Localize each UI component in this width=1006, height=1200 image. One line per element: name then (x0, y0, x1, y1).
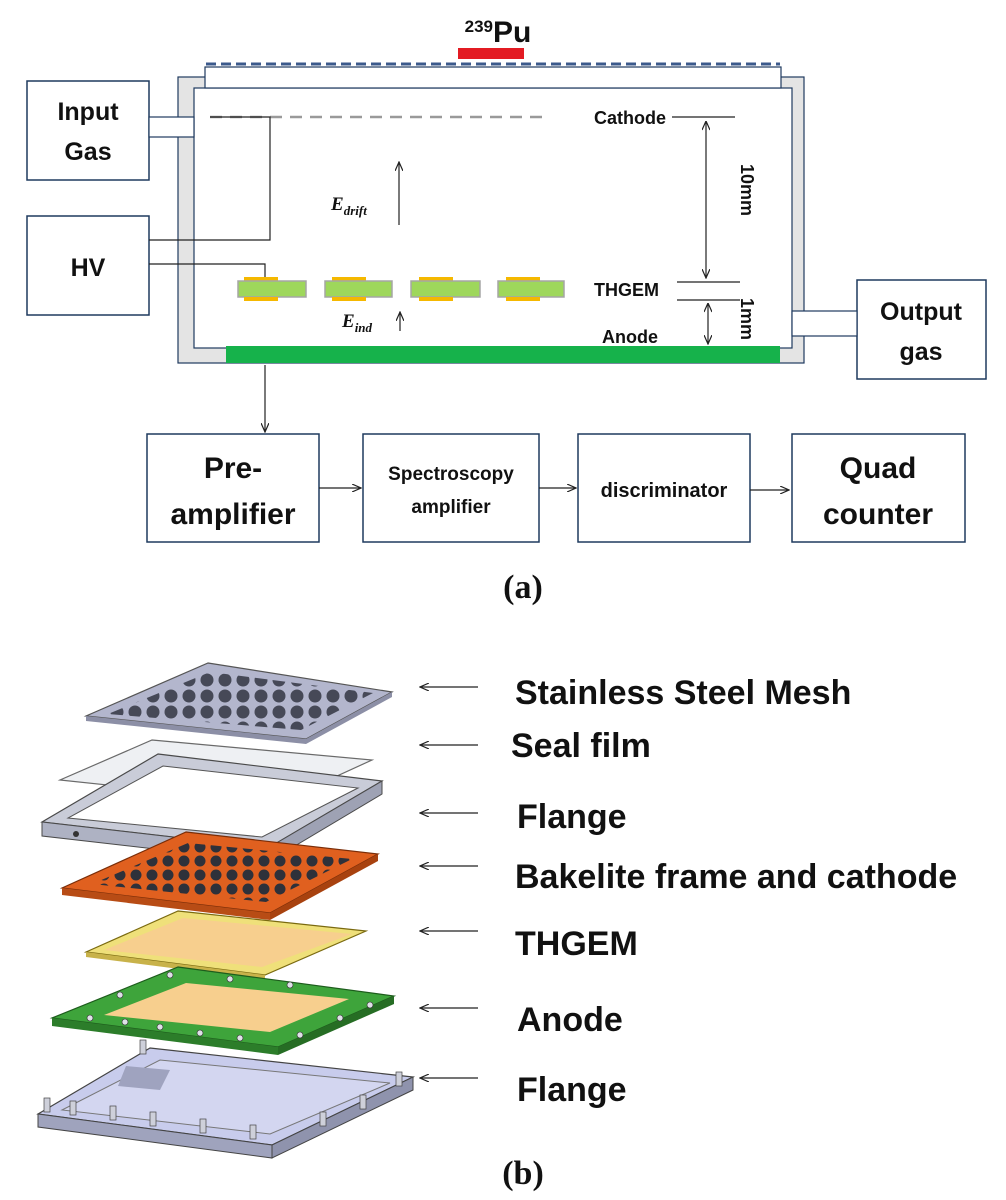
label-bakelite-frame: Bakelite frame and cathode (515, 858, 957, 896)
discriminator-label: discriminator (601, 480, 728, 502)
output-gas-line1: Output (880, 298, 963, 326)
cathode-label: Cathode (594, 108, 666, 128)
hv-wire-thgem (149, 263, 266, 277)
caption-b: (b) (502, 1155, 544, 1192)
top-flange (204, 66, 782, 89)
source-superscript: 239 (465, 17, 493, 36)
label-flange-bottom: Flange (517, 1071, 627, 1109)
hv-label: HV (71, 254, 106, 282)
hv-box (26, 215, 150, 316)
caption-a: (a) (503, 569, 543, 606)
flange-bottom-layer (36, 1039, 416, 1159)
e-drift-label: Edrift (330, 194, 367, 218)
panel-b: Stainless Steel Mesh Seal film Flange Ba… (36, 662, 957, 1192)
label-seal-film: Seal film (511, 727, 651, 765)
spectro-line2: amplifier (411, 497, 491, 518)
gap-drift-label: 10mm (737, 164, 757, 216)
svg-text:239Pu: 239Pu (465, 16, 532, 49)
spectroscopy-amp-box (362, 433, 540, 543)
label-anode: Anode (517, 1001, 623, 1039)
quad-counter-box (791, 433, 966, 543)
anode-label: Anode (602, 327, 658, 347)
spectro-line1: Spectroscopy (388, 464, 514, 485)
input-gas-line1: Input (57, 98, 119, 126)
output-gas-pipe (791, 310, 858, 337)
thgem-plates (237, 277, 565, 301)
source-strip (458, 48, 524, 59)
preamp-line2: amplifier (170, 498, 295, 531)
output-gas-box (856, 279, 987, 380)
anode-plate (226, 346, 780, 363)
thgem-layer (83, 910, 369, 980)
preamp-line1: Pre- (204, 452, 262, 485)
counter-line2: counter (823, 498, 933, 531)
flange-top-layer (40, 753, 384, 863)
preamp-box (146, 433, 320, 543)
pu239-source: 239Pu (458, 16, 531, 59)
label-stainless-steel-mesh: Stainless Steel Mesh (515, 674, 851, 712)
thgem-label: THGEM (594, 280, 659, 300)
stainless-steel-mesh-layer (83, 662, 394, 744)
discriminator-box (577, 433, 751, 543)
bakelite-cathode-layer (59, 831, 380, 920)
hv-wire-cathode (149, 116, 271, 241)
panel-a: 239Pu Cathode (26, 16, 987, 606)
e-ind-label: Eind (341, 311, 373, 335)
gap-ind-label: 1mm (737, 298, 757, 340)
input-gas-line2: Gas (64, 138, 111, 166)
label-thgem: THGEM (515, 925, 638, 963)
source-element: Pu (493, 16, 531, 49)
anode-layer (49, 966, 397, 1055)
input-gas-box (26, 80, 150, 181)
input-gas-pipe (148, 116, 195, 138)
label-flange-top: Flange (517, 798, 627, 836)
counter-line1: Quad (840, 452, 917, 485)
chamber (177, 66, 805, 364)
output-gas-line2: gas (899, 338, 942, 366)
